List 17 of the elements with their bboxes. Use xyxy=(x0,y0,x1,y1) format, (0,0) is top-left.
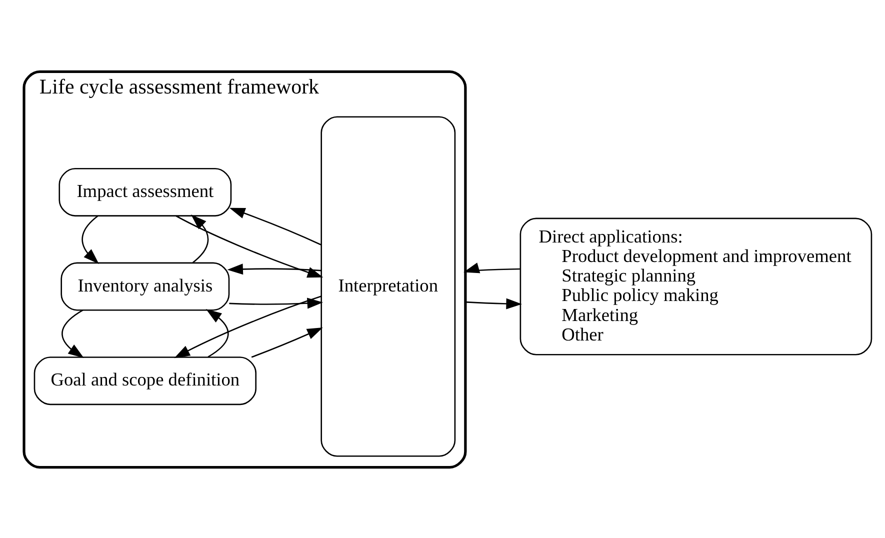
arrow xyxy=(176,214,324,278)
node-box: Inventory analysis xyxy=(60,262,230,310)
arrow xyxy=(174,295,322,358)
arrow xyxy=(206,308,229,357)
arrow xyxy=(62,309,84,358)
arrow xyxy=(464,262,520,273)
node-box: Direct applications: Product development and improvement Strategic planning Public policy making Marketing Other xyxy=(520,217,872,355)
arrow xyxy=(227,263,322,274)
arrow xyxy=(465,298,522,309)
arrow xyxy=(229,207,322,245)
arrow xyxy=(190,214,209,263)
arrow xyxy=(82,214,99,264)
arrow xyxy=(251,326,323,358)
node-box: Interpretation xyxy=(320,116,456,456)
arrow xyxy=(229,297,323,308)
node-box: Goal and scope definition xyxy=(34,356,256,405)
node-box: Impact assessment xyxy=(58,168,232,216)
